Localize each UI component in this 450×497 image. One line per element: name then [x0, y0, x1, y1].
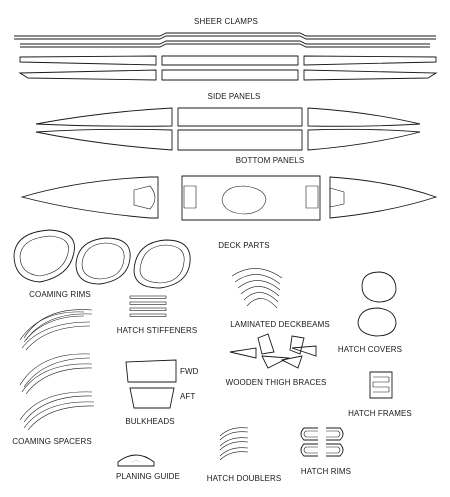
label-fwd: FWD: [180, 367, 199, 376]
wooden-thigh-braces-parts: [229, 333, 317, 369]
label-planing-guide: PLANING GUIDE: [116, 472, 180, 481]
label-hatch-covers: HATCH COVERS: [337, 345, 403, 354]
label-side-panels: SIDE PANELS: [207, 92, 261, 101]
bottom-panels-parts: [35, 107, 421, 151]
label-coaming-rims: COAMING RIMS: [29, 290, 91, 299]
label-bulkheads: BULKHEADS: [125, 417, 175, 426]
coaming-rims-parts: [13, 229, 191, 289]
label-sheer-clamps: SHEER CLAMPS: [194, 17, 258, 26]
label-hatch-frames: HATCH FRAMES: [348, 409, 412, 418]
bulkheads-parts: [125, 359, 177, 409]
hatch-doublers-parts: [219, 427, 249, 461]
label-hatch-rims: HATCH RIMS: [300, 467, 352, 476]
planing-guide-part: - ~ -: [117, 454, 155, 467]
hatch-frames-parts: [369, 371, 393, 399]
sheer-clamps-parts: [14, 32, 436, 48]
side-panels-parts: [18, 55, 438, 81]
label-bottom-panels: BOTTOM PANELS: [235, 156, 305, 165]
label-hatch-doublers: HATCH DOUBLERS: [206, 474, 282, 483]
hatch-rims-parts: [300, 427, 344, 457]
deck-parts: [20, 175, 438, 221]
label-deck-parts: DECK PARTS: [218, 241, 270, 250]
label-wooden-thigh-braces: WOODEN THIGH BRACES: [225, 378, 327, 387]
label-aft: AFT: [180, 392, 196, 401]
label-laminated-deckbeams: LAMINATED DECKBEAMS: [230, 320, 330, 329]
label-coaming-spacers: COAMING SPACERS: [12, 437, 92, 446]
coaming-spacers-parts: [19, 309, 95, 431]
svg-text:- ~ -: - ~ -: [132, 458, 140, 463]
label-hatch-stiffeners: HATCH STIFFENERS: [116, 326, 198, 335]
hatch-covers-parts: [357, 271, 397, 337]
hatch-stiffeners-parts: [129, 295, 167, 317]
laminated-deckbeams-parts: [231, 268, 283, 309]
